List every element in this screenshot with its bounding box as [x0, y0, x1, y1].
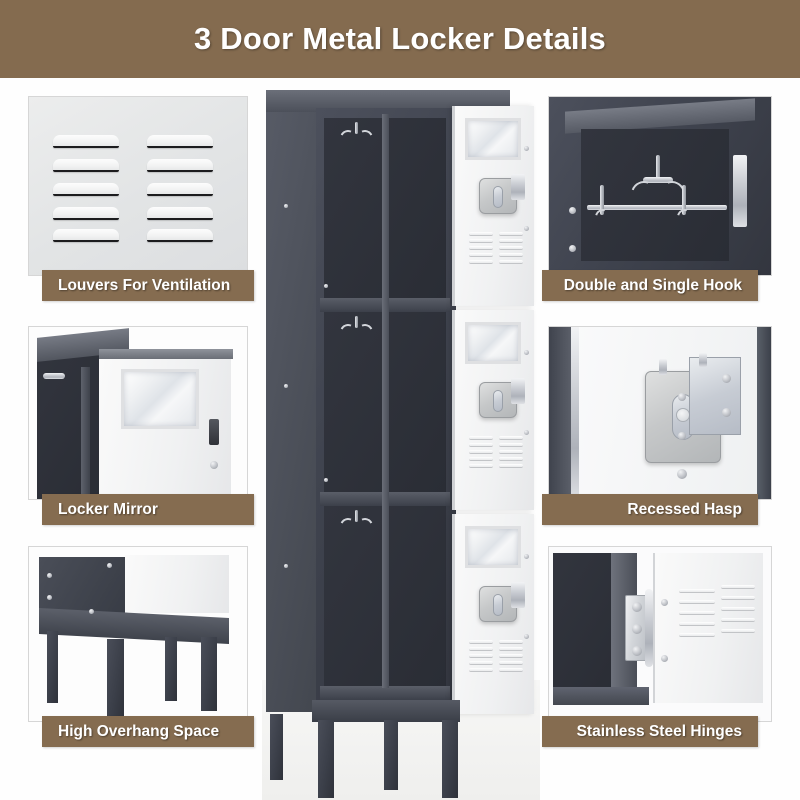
door-1-mirror	[465, 118, 521, 160]
stainless-steel-hinge	[625, 595, 647, 661]
door-2-louvers-left	[469, 436, 493, 470]
hinge-knuckle	[645, 589, 653, 667]
hasp-right-edge	[757, 327, 771, 499]
label-louvers-for-ventilation: Louvers For Ventilation	[42, 270, 254, 301]
feature-card-hooks[interactable]: Double and Single Hook	[542, 96, 772, 301]
overhang-photo	[28, 546, 248, 722]
overhang-leg-3	[165, 637, 177, 701]
hinges-photo	[548, 546, 772, 722]
compartment-3-hooks	[334, 510, 380, 540]
door-top-rail	[99, 349, 233, 359]
overhang-leg-4	[201, 637, 217, 711]
mirror-photo	[28, 326, 248, 500]
label-stainless-steel-hinges: Stainless Steel Hinges	[542, 716, 758, 747]
louver-group-right	[147, 135, 213, 242]
cavity-hook	[43, 373, 65, 379]
label-high-overhang-space: High Overhang Space	[42, 716, 254, 747]
padlock-hole	[676, 408, 690, 422]
hinge-interior	[553, 553, 615, 693]
door-1-latch-plate	[511, 174, 525, 200]
door-2-louvers-right	[499, 436, 523, 470]
center-product-photo	[262, 84, 540, 800]
double-hook	[626, 155, 690, 212]
leg-3	[384, 720, 398, 790]
hook-side-bracket	[733, 155, 747, 227]
interior-divider	[382, 114, 389, 688]
label-locker-mirror: Locker Mirror	[42, 494, 254, 525]
label-text: Stainless Steel Hinges	[576, 722, 742, 740]
hasp-tab-left	[659, 359, 667, 375]
feature-card-hinges[interactable]: Stainless Steel Hinges	[542, 546, 772, 747]
hasp-tab-right	[699, 353, 707, 367]
door-3[interactable]	[452, 514, 534, 714]
hinge-door-louvers-left	[679, 589, 715, 647]
overhang-leg-2	[107, 639, 124, 721]
door-1-hasp[interactable]	[479, 178, 517, 214]
compartment-1-hooks	[334, 122, 380, 152]
hinge-floor-rail	[553, 687, 649, 705]
label-text: Louvers For Ventilation	[58, 276, 231, 294]
leg-1	[270, 714, 283, 780]
hasp-frame-chrome	[571, 327, 579, 499]
shelf-3	[320, 686, 450, 700]
single-hook-left	[592, 185, 614, 228]
locker-top-cap	[266, 90, 510, 112]
door-2-latch-plate	[511, 378, 525, 404]
door-3-hasp[interactable]	[479, 586, 517, 622]
feature-card-mirror[interactable]: Locker Mirror	[28, 326, 254, 525]
door-3-louvers-right	[499, 640, 523, 674]
hook-back-wall	[581, 129, 729, 261]
door-1[interactable]	[452, 106, 534, 306]
door-1-louvers-left	[469, 232, 493, 266]
label-double-and-single-hook: Double and Single Hook	[542, 270, 758, 301]
feature-card-overhang[interactable]: High Overhang Space	[28, 546, 254, 747]
label-text: Locker Mirror	[58, 500, 158, 518]
cavity-divider	[81, 367, 90, 499]
header-banner: 3 Door Metal Locker Details	[0, 0, 800, 78]
label-text: Recessed Hasp	[627, 500, 742, 518]
hooks-photo	[548, 96, 772, 276]
hinge-door-panel	[653, 553, 763, 703]
locker-mirror	[121, 369, 199, 429]
louver-group-left	[53, 135, 119, 242]
page-title: 3 Door Metal Locker Details	[194, 21, 606, 56]
label-recessed-hasp: Recessed Hasp	[542, 494, 758, 525]
door-1-louvers-right	[499, 232, 523, 266]
door-3-latch-plate	[511, 582, 525, 608]
overhang-door-bottom	[125, 555, 229, 613]
feature-card-louvers[interactable]: Louvers For Ventilation	[28, 96, 254, 301]
overhang-leg-1	[47, 631, 58, 703]
base-rail	[312, 700, 460, 722]
hasp-strike-bracket	[689, 357, 741, 435]
hasp-frame-edge	[549, 327, 571, 499]
door-3-mirror	[465, 526, 521, 568]
mirror-door-face	[99, 355, 231, 499]
locker-side-panel	[266, 102, 318, 712]
compartment-2-hooks	[334, 316, 380, 346]
door-handle-slot[interactable]	[209, 419, 219, 445]
louvers-photo	[28, 96, 248, 276]
hook-rail	[587, 205, 727, 210]
label-text: High Overhang Space	[58, 722, 220, 740]
leg-4	[442, 720, 458, 798]
door-3-louvers-left	[469, 640, 493, 674]
feature-card-hasp[interactable]: Recessed Hasp	[542, 326, 772, 525]
label-text: Double and Single Hook	[563, 276, 742, 294]
single-hook-right	[674, 185, 696, 228]
leg-2	[318, 720, 334, 798]
hasp-photo	[548, 326, 772, 500]
hinge-door-louvers-right	[721, 585, 755, 643]
door-2-hasp[interactable]	[479, 382, 517, 418]
door-2-mirror	[465, 322, 521, 364]
locker-scene	[262, 84, 540, 800]
door-2[interactable]	[452, 310, 534, 510]
